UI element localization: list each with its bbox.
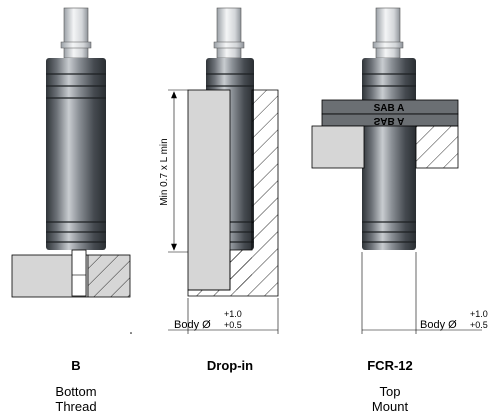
cylinder-body — [46, 58, 106, 250]
caption-name-dropin: Drop-in — [206, 358, 254, 373]
rod-collar — [372, 41, 404, 49]
caption-desc-b-line1: Bottom — [55, 384, 97, 399]
mounting-plate — [311, 125, 365, 169]
panel-bottom-thread — [11, 7, 131, 298]
nut-text-bottom: SAB A — [374, 115, 405, 126]
caption-desc-b-line2: Thread — [55, 399, 97, 414]
thread-stud — [71, 249, 87, 297]
caption-desc-fcr12-line1: Top — [379, 384, 401, 399]
body-diameter-dimension — [361, 252, 482, 334]
rod-collar — [60, 41, 92, 49]
tolerance-minus-fcr12: +0.5 — [470, 320, 488, 330]
tolerance-minus-dropin: +0.5 — [224, 320, 242, 330]
tolerance-plus-fcr12: +1.0 — [470, 309, 488, 319]
body-diameter-label-fcr12: Body Ø — [420, 319, 457, 331]
panel-drop-in: Min 0.7 x L min — [159, 7, 279, 334]
body-diameter-label-dropin: Body Ø — [174, 319, 211, 331]
min-length-dimension — [168, 89, 188, 253]
housing-left — [187, 89, 231, 291]
reference-dot — [130, 332, 132, 334]
cylinder-body — [362, 58, 416, 250]
rod-collar — [213, 41, 245, 49]
min-length-label: Min 0.7 x L min — [159, 138, 170, 205]
body-diameter-dimension — [168, 298, 279, 334]
caption-desc-fcr12-line2: Mount — [371, 399, 409, 414]
panel-fcr12: SAB A SAB A — [311, 7, 482, 334]
piston-rod — [63, 7, 89, 59]
piston-rod — [375, 7, 401, 59]
cylinder-grooves — [46, 73, 106, 243]
mounting-block-hatch — [88, 255, 130, 297]
piston-rod — [216, 7, 242, 59]
tolerance-plus-dropin: +1.0 — [224, 309, 242, 319]
mounting-plate-hatch — [415, 125, 459, 169]
bottom-nut — [321, 113, 459, 127]
nut-text-top: SAB A — [374, 103, 405, 114]
caption-name-fcr12: FCR-12 — [367, 358, 413, 373]
caption-name-b: B — [71, 358, 81, 373]
